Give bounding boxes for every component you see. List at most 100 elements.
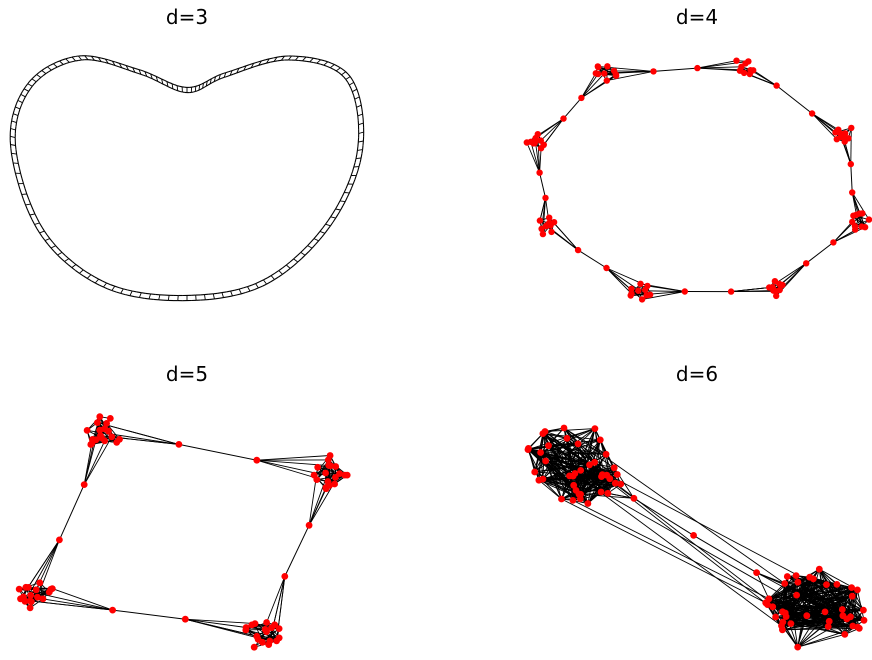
graph-edge [563, 427, 785, 584]
graph-edge [103, 282, 107, 288]
graph-edge [358, 140, 364, 143]
graph-edge [756, 572, 843, 610]
graph-node [27, 598, 35, 605]
graph-node [803, 612, 811, 620]
graph-node [22, 583, 30, 591]
graph-edge [265, 58, 270, 61]
graph-node [560, 424, 568, 432]
graph-edge [90, 55, 95, 61]
graph-edge [97, 422, 180, 445]
graph-node [570, 481, 578, 489]
graph-edge [36, 74, 42, 78]
graph-edge [278, 270, 283, 275]
graph-node [574, 440, 582, 448]
graph-edge [756, 572, 785, 584]
graph-edge [10, 153, 13, 159]
graph-edge [266, 281, 271, 285]
graph-edge [14, 126, 17, 130]
graph-edge [13, 162, 19, 164]
graph-node [542, 457, 549, 465]
graph-node [627, 292, 634, 299]
graph-node [586, 461, 593, 469]
graph-edge [606, 267, 643, 300]
graph-edge [267, 275, 272, 279]
graph-edge [308, 488, 327, 526]
graph-node [546, 214, 553, 221]
graph-edge [355, 107, 358, 112]
graph-edge [630, 291, 685, 296]
graph-edge [293, 255, 298, 260]
graph-edge [21, 178, 25, 184]
graph-edge [347, 179, 351, 185]
graph-node [545, 442, 552, 450]
graph-edge [539, 148, 542, 173]
graph-edge [51, 68, 55, 71]
graph-node [611, 479, 619, 487]
graph-edge [23, 88, 29, 92]
graph-edge [75, 55, 79, 58]
graph-edge [850, 164, 853, 193]
graph-edge [355, 170, 359, 176]
graph-edge [359, 157, 362, 163]
graph-d4 [523, 57, 872, 303]
graph-edge [41, 70, 47, 74]
graph-edge [148, 293, 152, 300]
graph-edge [313, 61, 317, 64]
graph-edge [31, 76, 35, 80]
graph-edge [262, 283, 267, 287]
graph-edge [850, 127, 852, 165]
graph-edge [589, 464, 635, 499]
graph-node [32, 586, 40, 594]
graph-edge [310, 238, 315, 243]
graph-node [845, 135, 852, 142]
graph-node [248, 621, 256, 629]
graph-edge [75, 270, 80, 274]
graph-edge [776, 85, 813, 114]
graph-edge [52, 588, 113, 611]
graph-edge [10, 144, 16, 146]
graph-edge [276, 56, 281, 58]
graph-edge [27, 83, 33, 87]
graph-edge [355, 103, 358, 108]
graph-edge [256, 459, 336, 478]
graph-edge [47, 64, 51, 68]
graph-edge [16, 158, 19, 164]
graph-edge [148, 298, 154, 300]
graph-edge [353, 82, 356, 86]
graph-edge [77, 55, 83, 61]
graph-edge [71, 55, 76, 58]
graph-edge [231, 68, 236, 72]
graph-edge [653, 67, 698, 72]
graph-edge [293, 261, 299, 266]
graph-node [850, 212, 857, 219]
graph-edge [97, 57, 102, 62]
graph-edge [82, 269, 88, 273]
graph-node [577, 467, 585, 474]
graph-node [26, 604, 34, 612]
graph-edge [335, 204, 339, 210]
graph-node [841, 631, 849, 638]
graph-edge [767, 595, 853, 606]
graph-edge [83, 439, 97, 485]
graph-edge [254, 64, 259, 68]
graph-node [681, 288, 688, 295]
graph-node [794, 578, 802, 586]
graph-edge [71, 56, 76, 62]
graph-edge [782, 578, 814, 631]
graph-edge [805, 242, 834, 264]
graph-edge [50, 245, 56, 249]
graph-edge [320, 59, 325, 62]
graph-node [550, 219, 558, 226]
graph-edge [15, 106, 21, 110]
graph-edge [349, 76, 353, 80]
graph-edge [337, 65, 341, 69]
graph-edge [811, 113, 839, 131]
graph-edge [340, 205, 344, 211]
graph-edge [221, 76, 225, 79]
graph-edge [262, 62, 267, 65]
graph-edge [277, 59, 282, 62]
graph-edge [255, 281, 260, 285]
graph-edge [32, 208, 36, 215]
graph-edge [48, 69, 52, 73]
graph-edge [65, 57, 70, 60]
